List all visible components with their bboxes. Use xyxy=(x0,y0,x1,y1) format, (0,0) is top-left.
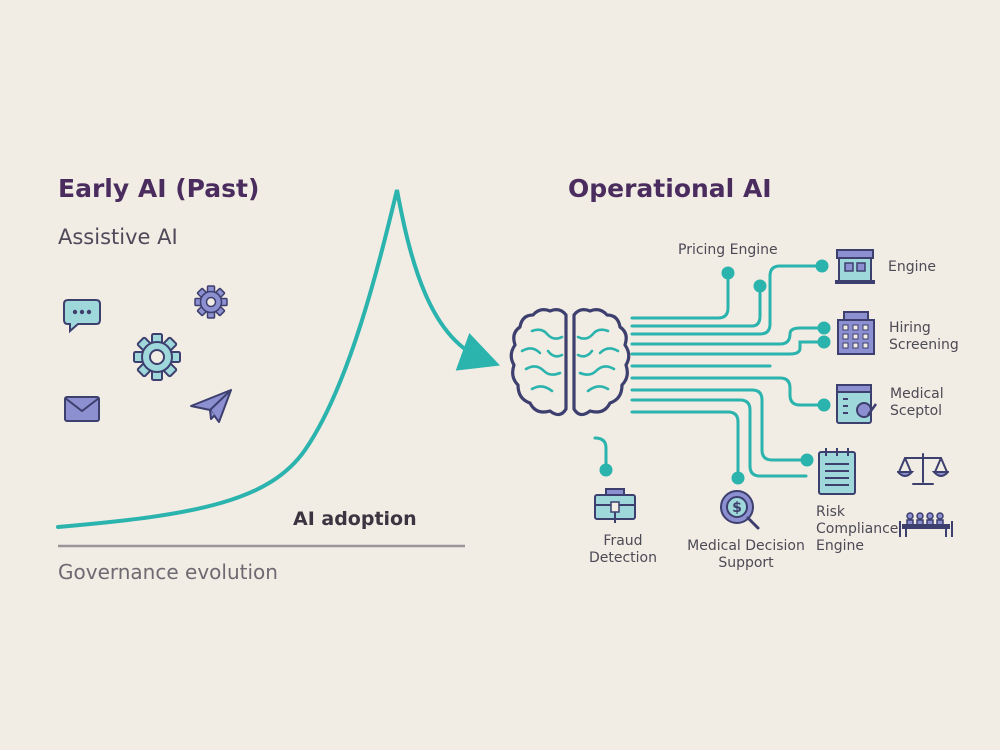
risk-label-line1: Risk xyxy=(816,504,846,520)
governance-evolution-label: Governance evolution xyxy=(58,560,278,584)
meeting-table-icon xyxy=(899,512,953,537)
envelope-icon xyxy=(64,396,100,422)
medical-decision-support-label: Medical Decision Support xyxy=(686,538,806,572)
office-building-icon xyxy=(837,311,875,355)
money-search-icon: $ xyxy=(720,490,760,530)
engine-label: Engine xyxy=(888,259,936,275)
mds-label-line1: Medical Decision xyxy=(687,538,805,554)
paper-plane-icon xyxy=(190,389,232,423)
brain-icon xyxy=(509,308,631,417)
hiring-screening-label: Hiring Screening xyxy=(889,320,959,354)
hiring-label-line2: Screening xyxy=(889,337,959,353)
fraud-detection-label: Fraud Detection xyxy=(586,533,660,567)
pricing-engine-label: Pricing Engine xyxy=(678,242,778,258)
gear-icon xyxy=(133,333,181,381)
fraud-detection-icon xyxy=(594,488,636,523)
medical-label-line2: Sceptol xyxy=(890,403,943,419)
scales-icon xyxy=(897,453,949,485)
hiring-label-line1: Hiring xyxy=(889,320,931,336)
early-ai-title: Early AI (Past) xyxy=(58,174,260,203)
notepad-icon xyxy=(818,448,856,495)
adoption-curve xyxy=(56,189,501,529)
chat-bubble-icon xyxy=(63,299,101,334)
risk-label-line2: Compliance xyxy=(816,521,899,537)
mds-label-line2: Support xyxy=(718,555,774,571)
fraud-label-line2: Detection xyxy=(588,550,657,566)
svg-text:$: $ xyxy=(732,500,742,516)
fraud-label-line1: Fraud xyxy=(603,533,643,549)
risk-compliance-engine-label: Risk Compliance Engine xyxy=(816,504,898,555)
medical-form-icon xyxy=(836,384,878,424)
operational-ai-title: Operational AI xyxy=(568,174,772,203)
node-connectors xyxy=(593,259,831,485)
gear-icon xyxy=(194,285,228,319)
building-icon xyxy=(835,249,875,284)
ai-adoption-label: AI adoption xyxy=(293,508,417,530)
medical-label-line1: Medical xyxy=(890,386,944,402)
medical-sceptol-label: Medical Sceptol xyxy=(890,386,944,420)
risk-label-line3: Engine xyxy=(816,538,864,554)
assistive-ai-subtitle: Assistive AI xyxy=(58,225,178,249)
